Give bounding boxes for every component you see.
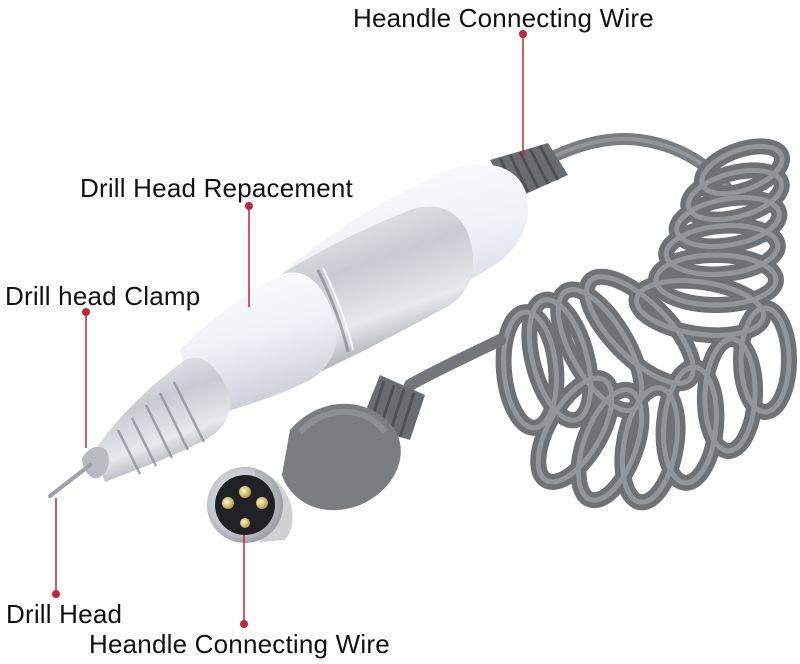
leader-drill-head <box>52 498 60 598</box>
din-plug <box>207 375 425 543</box>
label-drill-head-clamp: Drill head Clamp <box>5 281 201 311</box>
handpiece <box>48 143 568 498</box>
leader-clamp <box>82 308 90 448</box>
coiled-cable <box>495 138 797 511</box>
drill-head-clamp <box>95 357 231 482</box>
drill-head-bit <box>48 463 92 498</box>
label-drill-head-repacement: Drill Head Repacement <box>80 173 353 203</box>
leader-repacement <box>245 202 253 307</box>
leader-bottom <box>240 535 248 628</box>
plug-cable <box>404 334 506 391</box>
label-drill-head: Drill Head <box>6 599 123 629</box>
label-top-connecting-wire: Heandle Connecting Wire <box>353 3 654 33</box>
label-bottom-connecting-wire: Heandle Connecting Wire <box>89 629 390 659</box>
leader-top <box>519 30 527 158</box>
